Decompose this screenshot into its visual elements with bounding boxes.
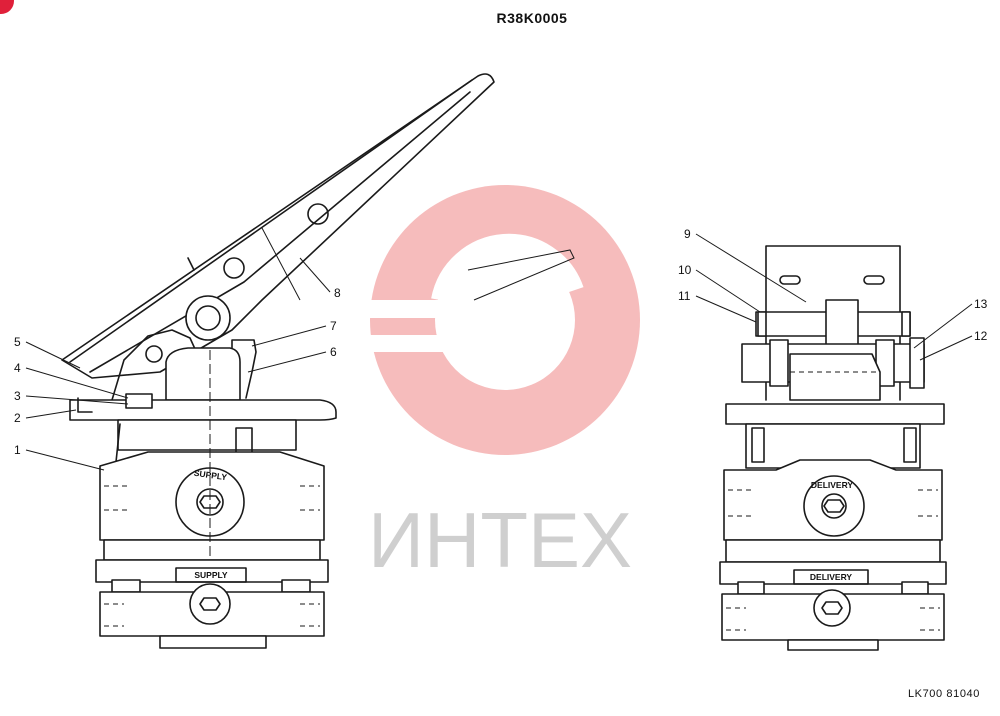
callouts: 1 2 3 4 5 6 7 8 9 10 11 12 13 bbox=[14, 227, 988, 471]
callout-7: 7 bbox=[330, 319, 337, 333]
callout-8: 8 bbox=[334, 286, 341, 300]
front-view: DELIVERY DELIVERY bbox=[719, 245, 947, 651]
callout-4: 4 bbox=[14, 361, 21, 375]
document-code: R38K0005 bbox=[496, 10, 568, 26]
callout-9: 9 bbox=[684, 227, 691, 241]
callout-2: 2 bbox=[14, 411, 21, 425]
callout-11: 11 bbox=[678, 289, 691, 303]
callout-6: 6 bbox=[330, 345, 337, 359]
callout-3: 3 bbox=[14, 389, 21, 403]
delivery-port-label-lower: DELIVERY bbox=[810, 572, 853, 582]
supply-port-label: SUPPLY bbox=[193, 468, 228, 483]
callout-1: 1 bbox=[14, 443, 21, 457]
supply-port-label-lower: SUPPLY bbox=[194, 570, 228, 580]
document-reference: LK700 81040 bbox=[907, 688, 980, 700]
callout-10: 10 bbox=[678, 263, 692, 277]
watermark-text: ИНТЕХ bbox=[368, 496, 632, 584]
side-view: SUPPLY SUPPLY bbox=[61, 73, 495, 649]
delivery-port-label: DELIVERY bbox=[811, 480, 854, 490]
callout-5: 5 bbox=[14, 335, 21, 349]
watermark-gear-icon bbox=[330, 185, 640, 455]
section-mark bbox=[467, 249, 575, 301]
callout-13: 13 bbox=[974, 297, 988, 311]
callout-12: 12 bbox=[974, 329, 988, 343]
